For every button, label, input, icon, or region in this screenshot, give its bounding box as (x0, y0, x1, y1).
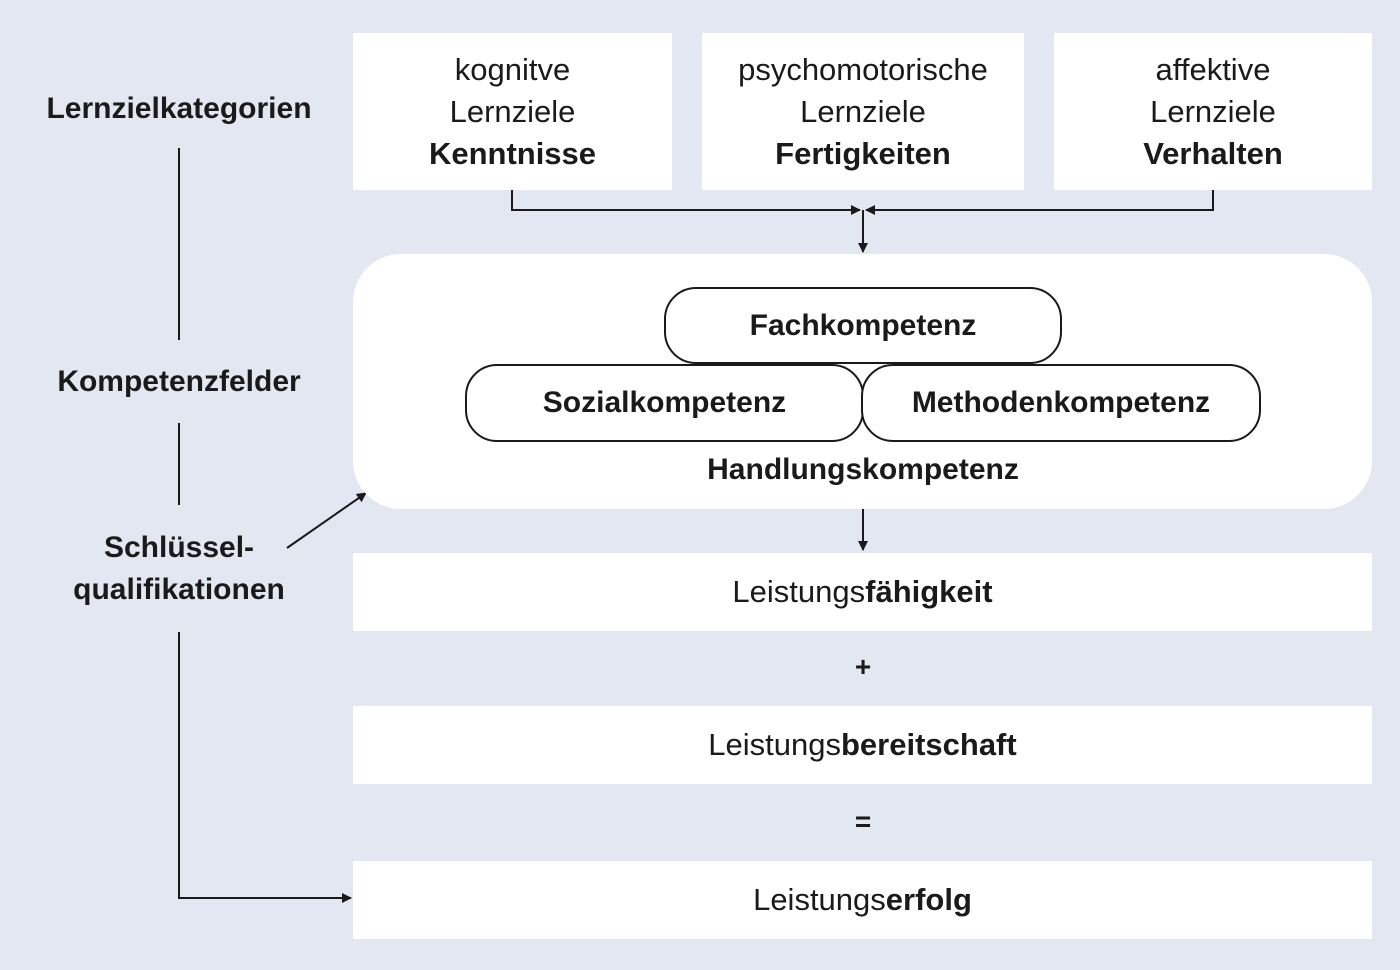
category-box-kognitiv: kognitve Lernziele Kenntnisse (353, 33, 672, 190)
label-kompetenzfelder: Kompetenzfelder (57, 365, 301, 398)
pill-sozialkompetenz: Sozialkompetenz (465, 364, 864, 442)
category-kind-line1: kognitve (454, 51, 571, 87)
category-kind-line2: Lernziele (449, 93, 576, 129)
strip-prefix: Leistungs (732, 574, 866, 609)
category-name: Verhalten (1143, 135, 1283, 171)
pill-methodenkompetenz: Methodenkompetenz (861, 364, 1261, 442)
strip-leistungsbereitschaft: Leistungsbereitschaft (353, 706, 1372, 784)
operator-equals: = (854, 806, 872, 837)
bracket-right (865, 190, 1214, 215)
pill-fachkompetenz: Fachkompetenz (664, 287, 1062, 364)
category-kind-line2: Lernziele (800, 93, 926, 129)
operator-plus: + (854, 651, 872, 682)
strip-leistungsfaehigkeit: Leistungsfähigkeit (353, 553, 1372, 631)
category-kind-line1: psychomotorische (738, 51, 988, 87)
category-box-psychomotorisch: psychomotorische Lernziele Fertigkeiten (702, 33, 1024, 190)
strip-text: Leistungsfähigkeit (732, 574, 992, 610)
category-name: Fertigkeiten (775, 135, 951, 171)
label-schluesselqualifikationen: Schlüssel- qualifikationen (30, 527, 328, 611)
category-kind-line2: Lernziele (1150, 93, 1276, 129)
strip-bold: bereitschaft (840, 727, 1017, 762)
erfolg-elbow-arrow (178, 632, 352, 903)
strip-leistungserfolg: Leistungserfolg (353, 861, 1372, 939)
strip-bold: erfolg (885, 882, 972, 917)
category-kind-line1: affektive (1155, 51, 1271, 87)
category-box-affektiv: affektive Lernziele Verhalten (1054, 33, 1372, 190)
bracket-left (511, 190, 861, 215)
label-lernzielkategorien: Lernzielkategorien (46, 92, 312, 125)
category-name: Kenntnisse (428, 135, 597, 171)
strip-prefix: Leistungs (708, 727, 841, 762)
label-schluessel-line1: Schlüssel- (103, 531, 255, 564)
strip-prefix: Leistungs (753, 882, 886, 917)
schluessel-arrow (286, 492, 367, 549)
label-schluessel-line2: qualifikationen (73, 573, 285, 606)
strip-text: Leistungsbereitschaft (708, 727, 1016, 763)
strip-bold: fähigkeit (865, 574, 993, 609)
label-handlungskompetenz: Handlungskompetenz (707, 453, 1019, 486)
strip-text: Leistungserfolg (753, 882, 972, 918)
